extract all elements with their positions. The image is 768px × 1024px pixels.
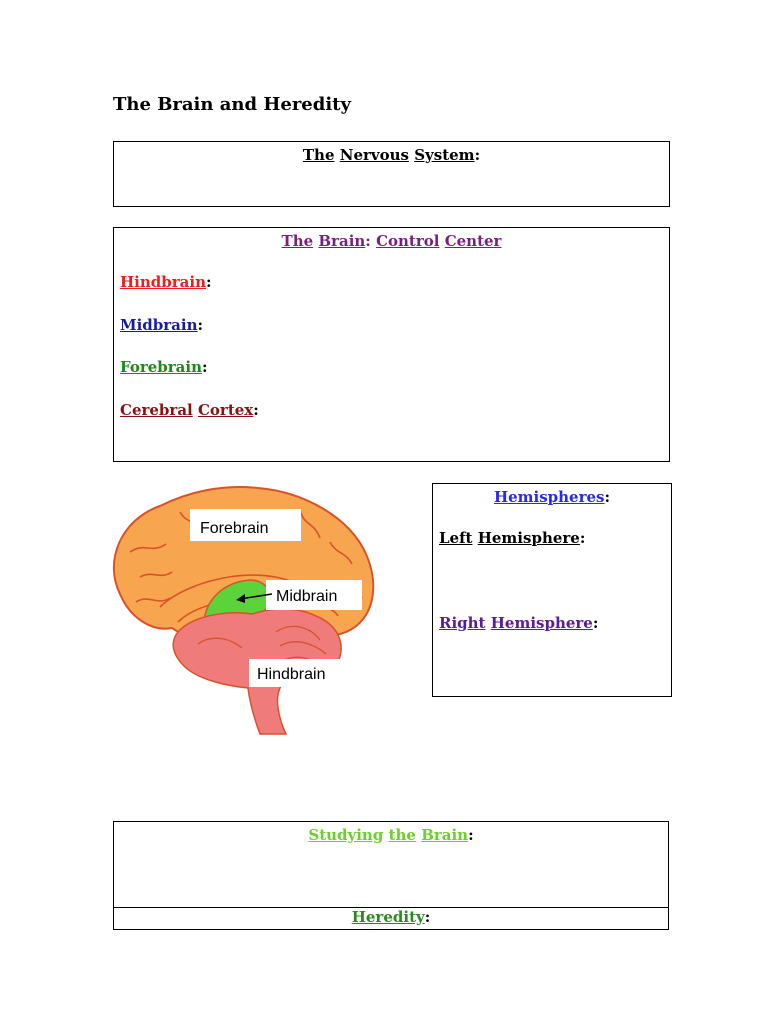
- hemispheres-label: Hemispheres: [493, 488, 605, 506]
- colon: :: [468, 826, 474, 844]
- hemisphere-word: Hemisphere: [490, 614, 593, 632]
- colon: :: [253, 401, 259, 419]
- heading-word-system: System: [414, 146, 475, 164]
- colon: :: [604, 488, 611, 506]
- heredity-label: Heredity: [351, 908, 425, 926]
- heredity-box: Heredity:: [113, 907, 669, 930]
- heading-word-center: Center: [444, 232, 502, 250]
- colon: :: [205, 273, 212, 291]
- colon: :: [579, 529, 586, 547]
- forebrain-label-box: [190, 509, 301, 541]
- heading-colon: :: [474, 146, 481, 164]
- colon: :: [197, 316, 204, 334]
- heading-word-control: Control: [376, 232, 440, 250]
- nervous-system-box: The Nervous System:: [113, 141, 670, 207]
- heading-word-nervous: Nervous: [339, 146, 409, 164]
- document-title: The Brain and Heredity: [113, 94, 351, 115]
- forebrain-line: Forebrain:: [120, 358, 208, 376]
- cerebral-label: Cerebral: [120, 401, 193, 419]
- hindbrain-label: Hindbrain: [120, 273, 206, 291]
- heredity-heading: Heredity:: [114, 908, 668, 926]
- left-hemisphere-line: Left Hemisphere:: [439, 529, 585, 547]
- hindbrain-diagram-label: Hindbrain: [257, 666, 325, 683]
- left-word: Left: [439, 529, 473, 547]
- hindbrain-line: Hindbrain:: [120, 273, 212, 291]
- heading-word-the: The: [302, 146, 335, 164]
- hemispheres-box: Hemispheres: Left Hemisphere: Right Hemi…: [432, 483, 672, 697]
- right-hemisphere-line: Right Hemisphere:: [439, 614, 598, 632]
- studying-word: Studying: [308, 826, 384, 844]
- studying-brain-box: Studying the Brain:: [113, 821, 669, 908]
- right-word: Right: [439, 614, 486, 632]
- cerebral-cortex-line: Cerebral Cortex:: [120, 401, 259, 419]
- hemisphere-word: Hemisphere: [477, 529, 580, 547]
- hemispheres-heading: Hemispheres:: [433, 488, 671, 506]
- midbrain-label: Midbrain: [120, 316, 198, 334]
- midbrain-arrow: [239, 593, 273, 600]
- cortex-label: Cortex: [197, 401, 254, 419]
- midbrain-line: Midbrain:: [120, 316, 203, 334]
- brain-diagram: Forebrain Midbrain Hindbrain: [112, 485, 375, 735]
- nervous-system-heading: The Nervous System:: [114, 146, 669, 164]
- heading-word-the: The: [281, 232, 314, 250]
- midbrain-diagram-label: Midbrain: [276, 588, 337, 605]
- studying-heading: Studying the Brain:: [114, 826, 668, 844]
- heading-separator: :: [365, 232, 377, 250]
- brain-word: Brain: [421, 826, 469, 844]
- heading-word-brain: Brain: [318, 232, 366, 250]
- brain-control-center-box: The Brain: Control Center Hindbrain: Mid…: [113, 227, 670, 462]
- forebrain-diagram-label: Forebrain: [200, 520, 268, 537]
- colon: :: [424, 908, 431, 926]
- midbrain-label-box: [266, 580, 362, 610]
- brain-heading: The Brain: Control Center: [114, 232, 669, 250]
- hindbrain-label-box: [249, 659, 341, 687]
- the-word: the: [388, 826, 416, 844]
- midbrain-arrow-head: [236, 594, 245, 603]
- forebrain-label: Forebrain: [120, 358, 202, 376]
- colon: :: [592, 614, 599, 632]
- colon: :: [202, 358, 208, 376]
